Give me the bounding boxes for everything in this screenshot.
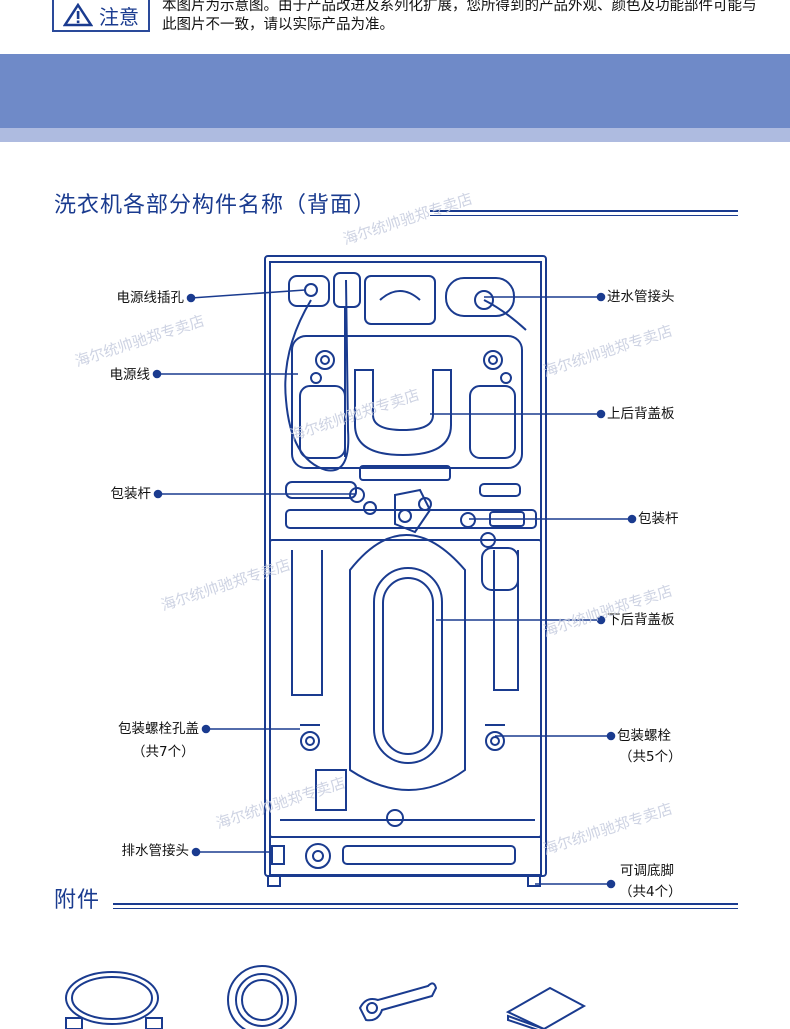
callout-power-cord: 电源线: [109, 367, 151, 383]
callout-packing-bolt: 包装螺栓: [617, 728, 671, 744]
back-section-title: 洗衣机各部分构件名称（背面）: [54, 193, 377, 218]
callout-inlet-connector: 进水管接头: [607, 289, 675, 305]
callout-adjustable-feet: 可调底脚: [620, 863, 674, 879]
accessories-section-rule-thin: [113, 908, 738, 909]
back-section-rule: [430, 210, 738, 212]
callout-drain-connector: 排水管接头: [121, 843, 190, 859]
notice-badge: 注意: [52, 0, 150, 32]
callout-bolt-hole-cover: 包装螺栓孔盖: [118, 721, 199, 737]
accessories-section-rule: [113, 903, 738, 905]
drain-ring-icon: [227, 965, 297, 1029]
callout-bolt-hole-cover-count: （共7个）: [132, 744, 195, 760]
notice-text: 本图片为示意图。由于产品改进及系列化扩展，您所得到的产品外观、颜色及功能部件可能…: [162, 0, 757, 33]
back-section-rule-thin: [430, 215, 738, 216]
callout-power-socket: 电源线插孔: [116, 290, 185, 306]
warning-icon: [63, 3, 93, 27]
callout-packing-bolt-count: （共5个）: [619, 749, 682, 765]
callout-upper-back-cover: 上后背盖板: [607, 406, 675, 422]
header-band-light: [0, 128, 790, 142]
wrench-icon: [358, 982, 438, 1022]
accessories-section-title: 附件: [54, 888, 101, 913]
inlet-hose-icon: [65, 971, 163, 1029]
header-band: [0, 54, 790, 128]
callout-packing-rod-right: 包装杆: [638, 511, 679, 527]
manual-icon: [505, 986, 587, 1029]
callout-adjustable-feet-count: （共4个）: [619, 884, 682, 900]
callout-lower-back-cover: 下后背盖板: [607, 612, 675, 628]
notice-label: 注意: [99, 4, 139, 29]
callout-packing-rod-left: 包装杆: [110, 486, 152, 502]
